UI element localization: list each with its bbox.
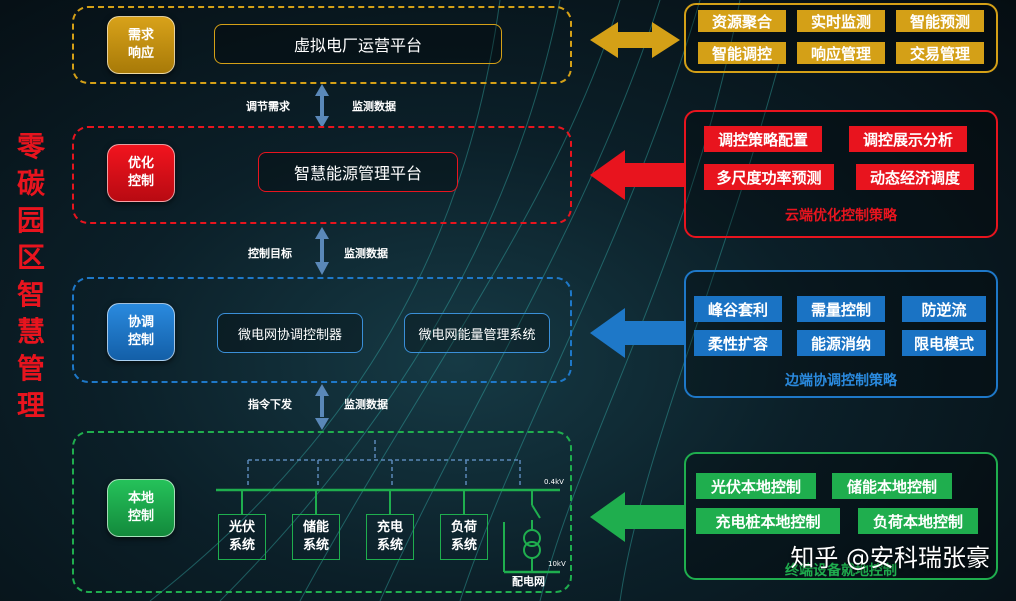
caption-edge-strategy: 边端协调控制策略: [785, 373, 897, 389]
tag-resource-aggregation: 资源聚合: [698, 10, 786, 32]
vertical-arrow-1: [315, 84, 329, 128]
sidebar-title: 零碳园区智慧管理: [16, 130, 45, 422]
link-label-monitoring-data-1: 监测数据: [352, 100, 396, 113]
subsystem-pv: 光伏系统: [218, 514, 266, 560]
watermark: 知乎 @安科瑞张豪: [790, 544, 990, 572]
tag-realtime-monitoring: 实时监测: [797, 10, 885, 32]
tag-display-analysis: 调控展示分析: [849, 126, 967, 152]
local-circuit: [216, 440, 560, 574]
tag-storage-local-control: 储能本地控制: [832, 473, 952, 499]
tier-demand-response: [72, 6, 572, 84]
voltage-label-high: 0.4kV: [544, 478, 564, 486]
link-label-monitoring-data-2: 监测数据: [344, 247, 388, 260]
microgrid-ems: 微电网能量管理系统: [404, 313, 550, 353]
blue-arrow: [590, 308, 685, 358]
tag-economic-dispatch: 动态经济调度: [856, 164, 974, 190]
subsystem-load: 负荷系统: [440, 514, 488, 560]
tag-anti-backflow: 防逆流: [902, 296, 986, 322]
tier-coordinate-control: [72, 277, 572, 383]
gold-double-arrow: [590, 22, 680, 58]
link-label-regulation-demand: 调节需求: [246, 100, 290, 113]
tier-optimize-control: [72, 126, 572, 224]
caption-terminal-strategy: 终端设备就地控制: [785, 563, 897, 579]
link-label-control-target: 控制目标: [248, 247, 292, 260]
tag-multiscale-forecast: 多尺度功率预测: [704, 164, 834, 190]
virtual-power-plant-platform: 虚拟电厂运营平台: [214, 24, 502, 64]
badge-coordinate-control: 协调控制: [107, 303, 175, 361]
tag-smart-prediction: 智能预测: [896, 10, 984, 32]
tag-peak-valley: 峰谷套利: [694, 296, 782, 322]
caption-cloud-strategy: 云端优化控制策略: [785, 208, 897, 224]
subsystem-charging: 充电系统: [366, 514, 414, 560]
voltage-label-low: 10kV: [548, 560, 566, 568]
tag-demand-control: 需量控制: [797, 296, 885, 322]
tag-flexible-expansion: 柔性扩容: [694, 330, 782, 356]
tag-pv-local-control: 光伏本地控制: [696, 473, 816, 499]
tag-smart-regulation: 智能调控: [698, 42, 786, 64]
link-label-monitoring-data-3: 监测数据: [344, 398, 388, 411]
badge-optimize-control: 优化控制: [107, 144, 175, 202]
microgrid-controller: 微电网协调控制器: [217, 313, 363, 353]
smart-energy-platform: 智慧能源管理平台: [258, 152, 458, 192]
tag-charger-local-control: 充电桩本地控制: [696, 508, 840, 534]
tag-trade-management: 交易管理: [896, 42, 984, 64]
tier-local-control: [72, 431, 572, 593]
tag-response-management: 响应管理: [797, 42, 885, 64]
tag-energy-absorption: 能源消纳: [797, 330, 885, 356]
subsystem-storage: 储能系统: [292, 514, 340, 560]
red-arrow: [590, 150, 685, 200]
vertical-arrow-3: [315, 384, 329, 430]
badge-local-control: 本地控制: [107, 479, 175, 537]
badge-demand-response: 需求响应: [107, 16, 175, 74]
link-label-command-issue: 指令下发: [248, 398, 292, 411]
distribution-grid-label: 配电网: [512, 575, 545, 588]
tag-load-local-control: 负荷本地控制: [858, 508, 978, 534]
vertical-arrow-2: [315, 227, 329, 275]
green-arrow: [590, 492, 685, 542]
tag-power-limit-mode: 限电模式: [902, 330, 986, 356]
tag-strategy-config: 调控策略配置: [704, 126, 822, 152]
